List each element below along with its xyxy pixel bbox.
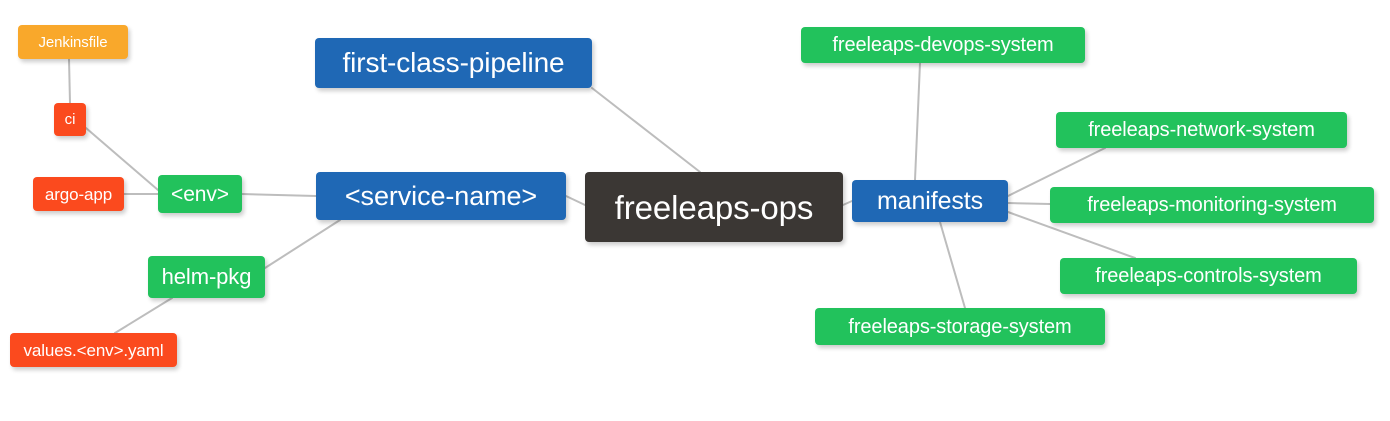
node-values-yaml[interactable]: values.<env>.yaml	[10, 333, 177, 367]
node-freeleaps-storage-system[interactable]: freeleaps-storage-system	[815, 308, 1105, 345]
node-freeleaps-monitoring-system[interactable]: freeleaps-monitoring-system	[1050, 187, 1374, 223]
edge-service-name-to-env	[241, 193, 317, 197]
node-label-ci: ci	[64, 111, 76, 128]
edge-manifests-to-freeleaps-storage-system	[939, 221, 966, 309]
node-jenkinsfile[interactable]: Jenkinsfile	[18, 25, 128, 59]
node-env[interactable]: <env>	[158, 175, 242, 213]
node-label-argo-app: argo-app	[44, 184, 113, 204]
edge-freeleaps-ops-to-service-name	[565, 195, 586, 206]
node-freeleaps-controls-system[interactable]: freeleaps-controls-system	[1060, 258, 1357, 294]
node-label-env: <env>	[171, 182, 229, 206]
node-argo-app[interactable]: argo-app	[33, 177, 124, 211]
node-label-freeleaps-monitoring-system: freeleaps-monitoring-system	[1087, 194, 1337, 216]
node-label-freeleaps-storage-system: freeleaps-storage-system	[848, 315, 1072, 338]
node-label-freeleaps-controls-system: freeleaps-controls-system	[1095, 265, 1322, 287]
edge-ci-to-jenkinsfile	[68, 58, 71, 104]
edge-manifests-to-freeleaps-monitoring-system	[1007, 202, 1051, 205]
edge-manifests-to-freeleaps-devops-system	[914, 62, 921, 181]
edge-freeleaps-ops-to-first-class-pipeline	[591, 87, 701, 173]
node-freeleaps-network-system[interactable]: freeleaps-network-system	[1056, 112, 1347, 148]
node-label-freeleaps-network-system: freeleaps-network-system	[1088, 119, 1315, 141]
edge-service-name-to-helm-pkg	[264, 219, 341, 269]
node-ci[interactable]: ci	[54, 103, 86, 136]
node-label-service-name: <service-name>	[344, 180, 538, 211]
node-freeleaps-ops[interactable]: freeleaps-ops	[585, 172, 843, 242]
edge-freeleaps-ops-to-manifests	[842, 200, 853, 206]
node-label-freeleaps-devops-system: freeleaps-devops-system	[832, 34, 1054, 56]
node-label-jenkinsfile: Jenkinsfile	[38, 33, 108, 51]
node-helm-pkg[interactable]: helm-pkg	[148, 256, 265, 298]
node-label-manifests: manifests	[876, 186, 984, 215]
node-label-first-class-pipeline: first-class-pipeline	[342, 47, 565, 78]
node-label-values-yaml: values.<env>.yaml	[23, 340, 164, 360]
node-first-class-pipeline[interactable]: first-class-pipeline	[315, 38, 592, 88]
node-freeleaps-devops-system[interactable]: freeleaps-devops-system	[801, 27, 1085, 63]
node-label-helm-pkg: helm-pkg	[161, 264, 252, 289]
edge-helm-pkg-to-values-yaml	[114, 297, 173, 334]
node-service-name[interactable]: <service-name>	[316, 172, 566, 220]
node-label-freeleaps-ops: freeleaps-ops	[614, 188, 814, 226]
node-manifests[interactable]: manifests	[852, 180, 1008, 222]
